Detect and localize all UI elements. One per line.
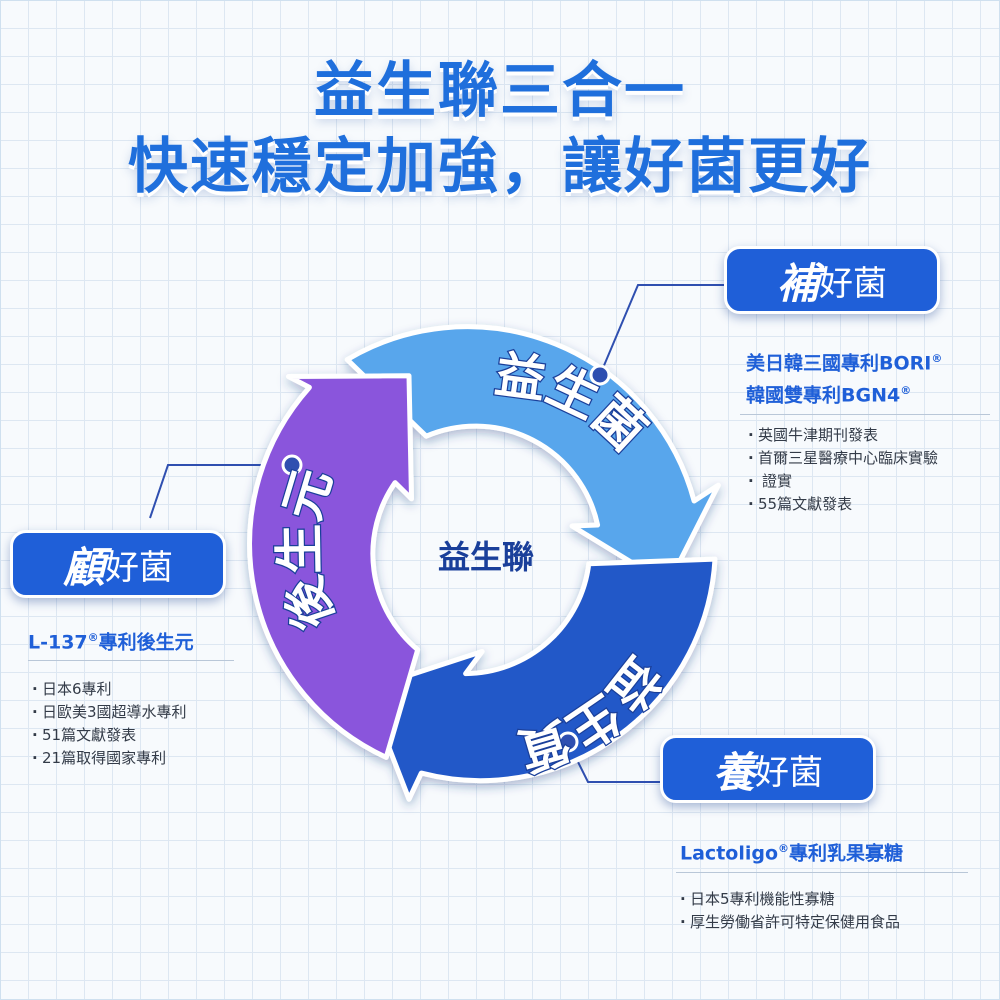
bullet-item: 日歐美3國超導水專利	[32, 701, 187, 724]
bullet-item-continuation: 證實	[748, 470, 938, 493]
connector-bu	[599, 284, 728, 376]
callout-bu-bullets: 英國牛津期刊發表 首爾三星醫療中心臨床實驗 證實 55篇文獻發表	[748, 424, 938, 516]
bullet-item: 首爾三星醫療中心臨床實驗	[748, 447, 938, 470]
callout-yang-strong: 養	[712, 747, 755, 797]
title-line-2: 快速穩定加強，讓好菌更好	[128, 132, 872, 202]
callout-bu-badge: 補 好菌	[724, 246, 940, 314]
title-line-1: 益生聯三合一	[314, 56, 686, 126]
callout-gu-rest: 好菌	[105, 547, 173, 588]
callout-bu-heading-line-1: 美日韓三國專利BORI®	[746, 352, 943, 375]
bullet-item: 21篇取得國家專利	[32, 747, 187, 770]
callout-gu-rule	[28, 660, 234, 661]
callout-yang-rule	[676, 872, 968, 873]
callout-bu-rule	[740, 414, 990, 415]
callout-gu-bullets: 日本6專利 日歐美3國超導水專利 51篇文獻發表 21篇取得國家專利	[32, 678, 187, 770]
dot-gu	[281, 454, 303, 476]
bullet-item: 日本6專利	[32, 678, 187, 701]
callout-gu-heading: L-137®專利後生元	[28, 631, 194, 654]
callout-bu-heading: 美日韓三國專利BORI® 韓國雙專利BGN4®	[746, 345, 942, 410]
arrow-probiotic	[344, 324, 721, 588]
callout-yang-bullets: 日本5專利機能性寡糖 厚生勞働省許可特定保健用食品	[680, 888, 900, 934]
bullet-item: 55篇文獻發表	[748, 493, 938, 516]
callout-bu-strong: 補	[776, 258, 819, 308]
cycle-center-label: 益生聯	[438, 538, 534, 576]
callout-gu-strong: 顧	[62, 542, 105, 592]
connector-dots	[281, 364, 611, 753]
callout-bu-rest: 好菌	[819, 263, 887, 304]
segment-label-postbiotic: 後生元	[271, 462, 345, 636]
callout-gu-badge: 顧 好菌	[10, 530, 226, 598]
dot-bu	[589, 364, 611, 386]
callout-yang-heading: Lactoligo®專利乳果寡糖	[680, 842, 904, 865]
bullet-item: 日本5專利機能性寡糖	[680, 888, 900, 911]
arrow-prebiotic	[363, 556, 718, 802]
callout-bu-heading-line-2: 韓國雙專利BGN4®	[746, 384, 912, 407]
bullet-item: 51篇文獻發表	[32, 724, 187, 747]
bullet-item: 英國牛津期刊發表	[748, 424, 938, 447]
callout-yang-rest: 好菌	[755, 752, 823, 793]
dot-yang	[557, 731, 579, 753]
bullet-item: 厚生勞働省許可特定保健用食品	[680, 911, 900, 934]
connector-gu	[149, 464, 292, 519]
callout-yang-badge: 養 好菌	[660, 735, 876, 803]
